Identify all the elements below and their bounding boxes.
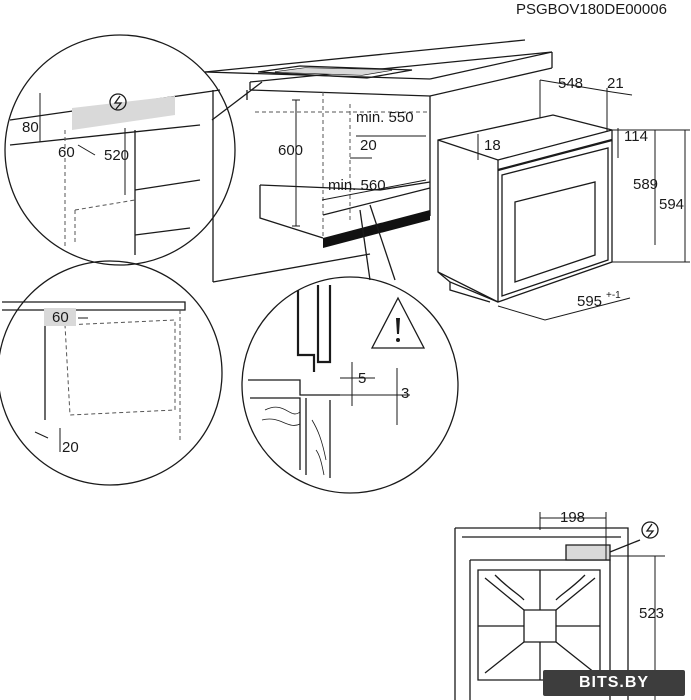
detail-gap-a-label: 5 bbox=[358, 370, 366, 387]
rear-width-label: 198 bbox=[560, 509, 585, 526]
electric-connection-icon bbox=[641, 521, 659, 539]
cabinet-perspective: 600 min. 550 20 min. 560 bbox=[204, 39, 553, 283]
gap-label: 20 bbox=[360, 137, 377, 154]
cut-width-label: min. 550 bbox=[356, 109, 414, 126]
detail-side-label: 60 bbox=[58, 144, 75, 161]
cut-depth-label: min. 560 bbox=[328, 177, 386, 194]
detail-gap-b-label: 3 bbox=[401, 385, 409, 402]
rear-height-label: 523 bbox=[639, 605, 664, 622]
oven-width-label: 595 bbox=[577, 293, 602, 310]
oven-depth-label: 548 bbox=[558, 75, 583, 92]
detail-side-label-2: 60 bbox=[52, 309, 69, 326]
detail-bottom-label: 20 bbox=[62, 439, 79, 456]
watermark-text: BITS.BY bbox=[578, 674, 650, 691]
detail-height-label: 520 bbox=[104, 147, 129, 164]
rear-view: 198 523 bbox=[454, 509, 665, 700]
watermark-badge: BITS.BY bbox=[543, 670, 685, 696]
inner-height-label: 589 bbox=[633, 176, 658, 193]
front-depth-label: 21 bbox=[607, 75, 624, 92]
warning-triangle-icon bbox=[370, 296, 426, 349]
detail-bottom-center: 5 3 bbox=[241, 204, 459, 494]
panel-offset-label: 18 bbox=[484, 137, 501, 154]
detail-bottom-left: 60 20 bbox=[0, 260, 223, 486]
detail-top-left: 80 60 520 bbox=[4, 34, 263, 266]
detail-top-label: 80 bbox=[22, 119, 39, 136]
top-offset-label: 114 bbox=[624, 128, 648, 145]
cut-height-label: 600 bbox=[278, 142, 303, 159]
electric-connection-icon bbox=[109, 93, 127, 111]
outer-height-label: 594 bbox=[659, 196, 684, 213]
oven-width-tolerance: +-1 bbox=[606, 290, 621, 301]
oven-perspective: 548 21 18 114 589 594 595 +-1 bbox=[437, 75, 690, 321]
diagram-code: PSGBOV180DE00006 bbox=[516, 1, 667, 18]
